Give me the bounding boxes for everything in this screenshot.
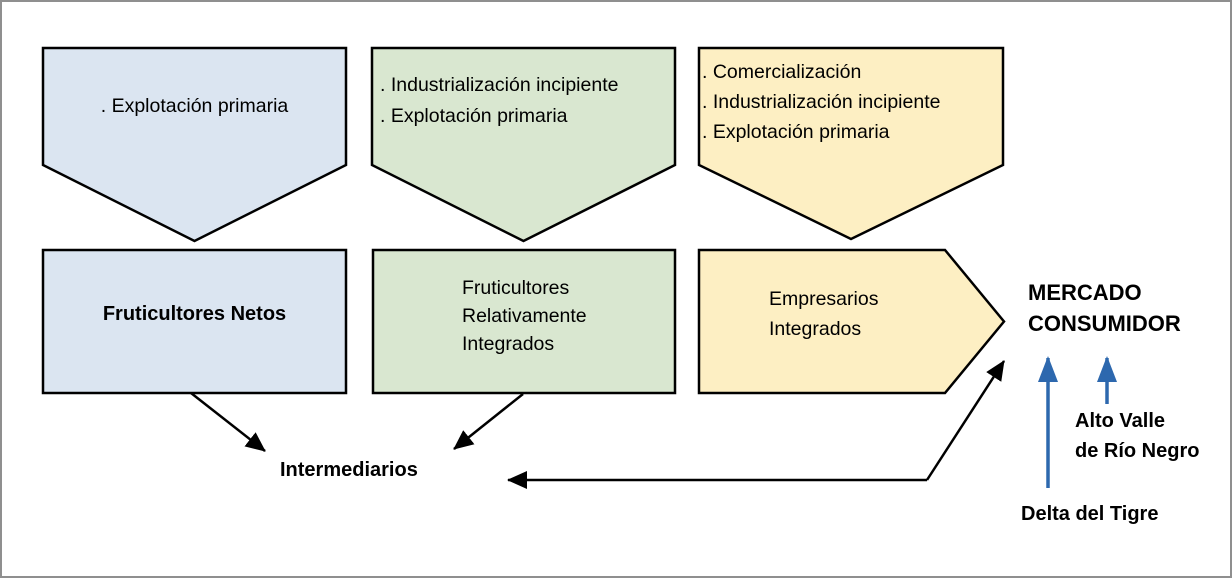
actor-line: Relativamente: [462, 305, 587, 327]
arrow-fruticultores-integrados-to-intermediarios: [453, 393, 524, 450]
actor-line: Integrados: [769, 318, 862, 340]
actor-label-fruticultores-relativamente-integrados: Fruticultores Relativamente Integrados: [462, 274, 587, 358]
function-label-empresarios-integrados: . Comercialización . Industrialización i…: [702, 57, 940, 147]
function-pentagon-fruticultores-netos: [41, 46, 348, 243]
actor-box-fruticultores-relativamente-integrados: [371, 248, 677, 395]
function-pentagon-empresarios-integrados: [697, 46, 1005, 241]
function-label-fruticultores-relativamente-integrados: . Industrialización incipiente . Explota…: [380, 70, 618, 132]
actor-label-empresarios-integrados: Empresarios Integrados: [769, 284, 878, 344]
arrow-fruticultores-netos-to-intermediarios: [190, 392, 266, 452]
arrow-link-to-mercado-consumidor: [925, 360, 1006, 481]
delta-del-tigre-label: Delta del Tigre: [1021, 503, 1159, 525]
actor-box-fruticultores-netos: [41, 248, 348, 395]
function-line: . Explotación primaria: [380, 105, 568, 127]
region-line: Alto Valle: [1075, 410, 1166, 432]
alto-valle-label: Alto Valle de Río Negro: [1075, 406, 1199, 466]
actor-line: Empresarios: [769, 288, 879, 310]
function-label-fruticultores-netos: . Explotación primaria: [43, 91, 346, 122]
actor-line: Integrados: [462, 333, 555, 355]
function-line: . Comercialización: [702, 61, 862, 83]
mercado-consumidor-label: MERCADO CONSUMIDOR: [1028, 277, 1181, 339]
function-pentagon-fruticultores-relativamente-integrados: [370, 46, 677, 243]
region-line: de Río Negro: [1075, 440, 1200, 462]
function-line: . Explotación primaria: [100, 95, 289, 117]
mercado-line: CONSUMIDOR: [1028, 311, 1181, 336]
function-line: . Industrialización incipiente: [702, 91, 941, 113]
intermediarios-label: Intermediarios: [280, 459, 418, 481]
actor-arrow-empresarios-integrados: [697, 248, 1006, 395]
actor-label-fruticultores-netos: Fruticultores Netos: [102, 303, 287, 325]
function-line: . Industrialización incipiente: [380, 74, 619, 96]
function-line: . Explotación primaria: [702, 121, 890, 143]
actor-line: Fruticultores: [462, 277, 570, 299]
mercado-line: MERCADO: [1028, 280, 1142, 305]
